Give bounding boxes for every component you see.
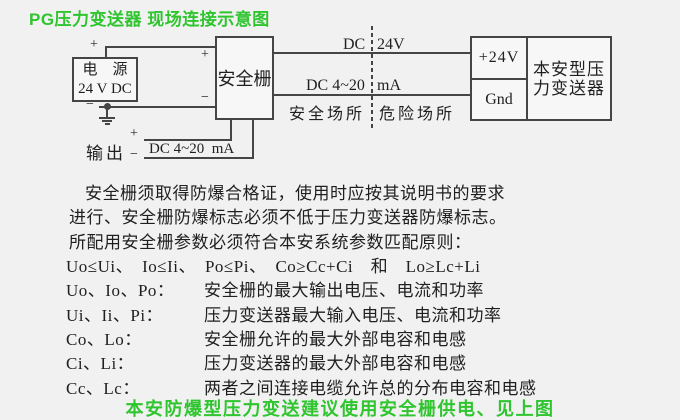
transmitter-label-line2: 力变送器: [533, 78, 605, 98]
definition-desc-3: 安全栅允许的最大外部电容和电感: [204, 330, 467, 349]
zone-safe-label: 安全场所: [289, 106, 366, 123]
dc24v-label-right: 24V: [377, 36, 405, 53]
wire-power-plus-horizontal: [105, 46, 217, 48]
transmitter-box: 本安型压 力变送器: [526, 36, 612, 121]
wire-power-plus-vertical: [105, 46, 107, 59]
safety-barrier-box: 安全栅: [215, 36, 274, 120]
power-supply-box: 电 源 24 V DC: [72, 57, 138, 102]
footer-note: 本安防爆型压力变送建议使用安全栅供电、见上图: [125, 399, 555, 419]
definition-desc-5: 两者之间连接电缆允许总的分布电容和电感: [204, 379, 537, 398]
note-line-2: 进行、安全栅防爆标志必须不低于压力变送器防爆标志。: [69, 208, 507, 227]
note-line-3: 所配用安全栅参数必须符合本安系统参数匹配原则：: [69, 233, 472, 252]
definition-term-2: Ui、Ii、Pi：: [66, 306, 164, 325]
wire-output-right-vertical: [252, 119, 254, 159]
transmitter-label-line1: 本安型压: [533, 59, 605, 79]
junction-dot: [104, 103, 111, 110]
power-plus-sign: +: [90, 37, 98, 52]
wire-output-bottom: [144, 157, 254, 159]
dc24v-label-left: DC: [343, 36, 366, 53]
output-plus-sign: +: [130, 126, 138, 141]
output-minus-sign: −: [130, 147, 138, 162]
definition-term-3: Co、Lo：: [66, 330, 142, 349]
terminal-gnd-label: Gnd: [485, 90, 513, 108]
ground-stem: [106, 107, 108, 118]
terminal-plus24v-cell: +24V: [470, 36, 528, 80]
barrier-plus-sign: +: [201, 47, 209, 62]
definition-desc-2: 压力变送器最大输入电压、电流和功率: [204, 306, 502, 325]
output-wire-label: DC 4~20 mA: [149, 141, 235, 157]
terminal-plus24v-label: +24V: [478, 49, 520, 66]
ground-bar-1: [99, 117, 115, 119]
wire-power-minus-horizontal: [99, 106, 217, 108]
power-minus-sign: −: [86, 97, 94, 112]
output-label: 输出: [86, 144, 126, 163]
wire-output-top: [144, 139, 232, 141]
wire-output-left-vertical: [230, 119, 232, 140]
terminal-gnd-cell: Gnd: [470, 78, 528, 121]
ground-bar-2: [102, 120, 112, 122]
definition-desc-1: 安全栅的最大输出电压、电流和功率: [204, 281, 484, 300]
definition-term-5: Cc、Lc：: [66, 379, 140, 398]
zone-hazard-label: 危险场所: [379, 106, 456, 123]
definition-term-4: Ci、Li：: [66, 354, 135, 373]
page-title: PG压力变送器 现场连接示意图: [29, 10, 270, 29]
power-supply-label-line1: 电 源: [82, 61, 128, 78]
safety-barrier-label: 安全栅: [217, 69, 272, 89]
zone-divider-dashed-line: [371, 26, 373, 129]
power-supply-label-line2: 24 V DC: [78, 80, 132, 97]
ground-bar-3: [105, 123, 110, 125]
note-line-1: 安全栅须取得防爆合格证，使用时应按其说明书的要求: [85, 184, 505, 203]
definition-desc-4: 压力变送器的最大外部电容和电感: [204, 354, 467, 373]
barrier-minus-sign: −: [201, 90, 209, 105]
matching-formula: Uo≤Ui、 Io≤Ii、 Po≤Pi、 Co≥Cc+Ci 和 Lo≥Lc+Li: [66, 257, 481, 276]
definition-term-1: Uo、Io、Po：: [66, 281, 175, 300]
dc420-label-right: mA: [377, 77, 401, 94]
dc420-label-left: DC 4~20: [306, 77, 365, 94]
